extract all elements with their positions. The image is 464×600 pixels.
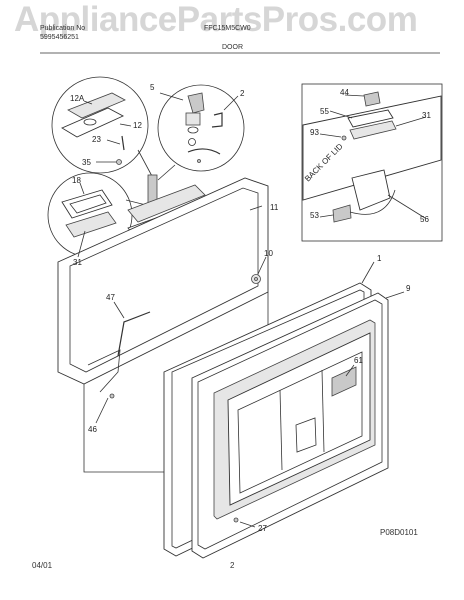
callout-47: 47 <box>106 293 115 302</box>
publication-number: 5995456251 <box>40 34 79 41</box>
part-18 <box>61 189 113 219</box>
diagram-code: P08D0101 <box>380 528 418 537</box>
callout-93: 93 <box>310 128 319 137</box>
leader-lines <box>77 92 427 528</box>
hinge-plate <box>127 184 206 223</box>
callout-31: 31 <box>73 258 82 267</box>
part-31-inset <box>349 120 397 140</box>
callout-9: 9 <box>406 284 411 293</box>
callout-31-inset: 31 <box>422 111 431 120</box>
callout-56: 56 <box>420 215 429 224</box>
callout-11: 11 <box>270 203 279 212</box>
part-55 <box>347 109 394 128</box>
callout-2: 2 <box>240 89 245 98</box>
part-93 <box>341 135 347 141</box>
part-53 <box>332 204 352 223</box>
publication-label: Publication No <box>40 25 86 32</box>
callout-55: 55 <box>320 107 329 116</box>
part-12A <box>67 92 126 119</box>
part-61 <box>331 366 357 397</box>
detail-circle-hinge <box>51 76 149 174</box>
footer-page: 2 <box>230 561 235 570</box>
callout-18: 18 <box>72 176 81 185</box>
part-47 <box>117 311 151 357</box>
part-31 <box>65 211 117 238</box>
model-number: FFC15M5CW0 <box>204 25 251 32</box>
part-23 <box>121 135 125 151</box>
callout-23: 23 <box>92 135 101 144</box>
callout-53: 53 <box>310 211 319 220</box>
callout-5: 5 <box>150 83 155 92</box>
part-12 <box>61 107 125 138</box>
part-27 <box>233 517 239 523</box>
detail-circle-handle <box>157 84 245 172</box>
hinge-post <box>147 174 158 204</box>
part-5-body <box>185 112 201 126</box>
callout-1: 1 <box>377 254 382 263</box>
callout-61: 61 <box>354 356 363 365</box>
part-2 <box>211 112 223 128</box>
footer-date: 04/01 <box>32 561 53 570</box>
part-46 <box>109 393 115 399</box>
callout-44: 44 <box>340 88 349 97</box>
callout-35: 35 <box>82 158 91 167</box>
callout-12: 12 <box>133 121 142 130</box>
callout-46: 46 <box>88 425 97 434</box>
part-56 <box>351 169 391 211</box>
part-5-top <box>187 92 205 114</box>
part-44 <box>363 91 381 107</box>
callout-27: 27 <box>258 524 267 533</box>
section-title: DOOR <box>222 44 243 51</box>
callout-10: 10 <box>264 249 273 258</box>
part-35 <box>116 159 122 165</box>
detail-box-light <box>301 83 443 242</box>
callout-12A: 12A <box>70 94 85 103</box>
watermark: AppliancePartsPros.com <box>14 0 418 39</box>
